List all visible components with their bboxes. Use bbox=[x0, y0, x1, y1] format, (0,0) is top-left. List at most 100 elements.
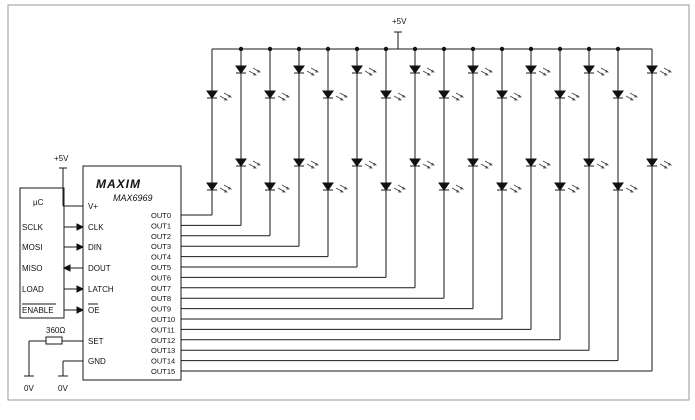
microcontroller: µC SCLK MOSI MISO LOAD ENABLE bbox=[19, 187, 85, 319]
chip-output-pin-label: OUT7 bbox=[151, 284, 171, 293]
chip-supply-label: +5V bbox=[54, 154, 69, 163]
led bbox=[438, 90, 464, 101]
led bbox=[496, 90, 522, 101]
chip-output-pin-label: OUT13 bbox=[151, 346, 175, 355]
chip-output-pin-label: OUT1 bbox=[151, 221, 171, 230]
led bbox=[351, 158, 377, 169]
mcu-signal-label: LOAD bbox=[22, 285, 44, 294]
max6969-chip: MAXIM MAX6969 V+CLKDINDOUTLATCHOESETGND … bbox=[82, 165, 182, 381]
led bbox=[467, 158, 493, 169]
led-matrix bbox=[206, 49, 672, 371]
mcu-signal-label: ENABLE bbox=[22, 306, 54, 315]
led-column bbox=[583, 49, 609, 351]
led-column bbox=[293, 49, 319, 247]
microcontroller-title: µC bbox=[33, 198, 44, 207]
mcu-signal-label: SCLK bbox=[22, 223, 44, 232]
top-supply: +5V bbox=[392, 17, 407, 49]
led-column bbox=[646, 49, 672, 371]
chip-output-pin-label: OUT6 bbox=[151, 273, 171, 282]
chip-output-pin-label: OUT11 bbox=[151, 325, 175, 334]
mcu-signal-label: MOSI bbox=[22, 243, 42, 252]
top-supply-label: +5V bbox=[392, 17, 407, 26]
ground-symbols: 0V 0V bbox=[24, 375, 68, 393]
chip-input-pin-label: CLK bbox=[88, 223, 104, 232]
led-column bbox=[438, 49, 464, 299]
chip-brand: MAXIM bbox=[96, 177, 141, 191]
led bbox=[612, 90, 638, 101]
chip-output-pin-label: OUT12 bbox=[151, 336, 175, 345]
led bbox=[496, 182, 522, 193]
chip-output-pin-label: OUT8 bbox=[151, 294, 171, 303]
chip-output-pin-label: OUT9 bbox=[151, 305, 171, 314]
chip-input-pin-label: LATCH bbox=[88, 285, 114, 294]
chip-input-pin-label: SET bbox=[88, 337, 104, 346]
led-column bbox=[235, 49, 261, 226]
chip-output-pin-label: OUT14 bbox=[151, 357, 175, 366]
led bbox=[235, 158, 261, 169]
led bbox=[264, 90, 290, 101]
led bbox=[554, 182, 580, 193]
chip-output-pin-label: OUT3 bbox=[151, 242, 171, 251]
led bbox=[467, 65, 493, 76]
led bbox=[409, 158, 435, 169]
led bbox=[206, 182, 232, 193]
led bbox=[525, 65, 551, 76]
led-column bbox=[409, 49, 435, 288]
gnd-connection bbox=[62, 360, 83, 376]
chip-input-pin-label: GND bbox=[88, 357, 106, 366]
led bbox=[206, 90, 232, 101]
led bbox=[612, 182, 638, 193]
led bbox=[293, 158, 319, 169]
output-bus bbox=[181, 214, 652, 372]
led bbox=[646, 158, 672, 169]
led bbox=[351, 65, 377, 76]
led bbox=[322, 90, 348, 101]
chip-input-pin-label: V+ bbox=[88, 202, 98, 211]
ground-label-2: 0V bbox=[58, 384, 68, 393]
led bbox=[293, 65, 319, 76]
led bbox=[554, 90, 580, 101]
chip-input-pin-label: OE bbox=[88, 306, 100, 315]
chip-input-pin-label: DOUT bbox=[88, 264, 111, 273]
chip-part-number: MAX6969 bbox=[113, 193, 153, 203]
chip-output-pin-label: OUT15 bbox=[151, 367, 175, 376]
led-column bbox=[264, 49, 290, 236]
led-column bbox=[467, 49, 493, 309]
chip-output-pin-label: OUT2 bbox=[151, 232, 171, 241]
led bbox=[583, 65, 609, 76]
resistor-body bbox=[45, 336, 63, 345]
chip-supply: +5V bbox=[54, 154, 83, 207]
led bbox=[646, 65, 672, 76]
led bbox=[235, 65, 261, 76]
led-column bbox=[380, 49, 406, 278]
led-column bbox=[554, 49, 580, 340]
led-column bbox=[351, 49, 377, 267]
microcontroller-box bbox=[19, 187, 65, 319]
chip-input-pin-label: DIN bbox=[88, 243, 102, 252]
chip-output-pin-label: OUT4 bbox=[151, 253, 171, 262]
mcu-signal-label: MISO bbox=[22, 264, 42, 273]
led-column bbox=[525, 49, 551, 330]
led bbox=[583, 158, 609, 169]
chip-output-pin-label: OUT5 bbox=[151, 263, 171, 272]
led bbox=[264, 182, 290, 193]
led-column bbox=[322, 49, 348, 257]
diagram-border bbox=[7, 4, 690, 401]
led bbox=[380, 90, 406, 101]
led-column bbox=[206, 49, 232, 215]
led bbox=[380, 182, 406, 193]
led bbox=[322, 182, 348, 193]
set-resistor: 360Ω bbox=[28, 326, 83, 376]
chip-body bbox=[82, 165, 182, 381]
led-column bbox=[612, 49, 638, 361]
led bbox=[409, 65, 435, 76]
led-column bbox=[496, 49, 522, 319]
chip-output-pin-label: OUT10 bbox=[151, 315, 175, 324]
resistor-value: 360Ω bbox=[46, 326, 65, 335]
ground-label-1: 0V bbox=[24, 384, 34, 393]
led bbox=[438, 182, 464, 193]
led bbox=[525, 158, 551, 169]
chip-output-pin-label: OUT0 bbox=[151, 211, 171, 220]
